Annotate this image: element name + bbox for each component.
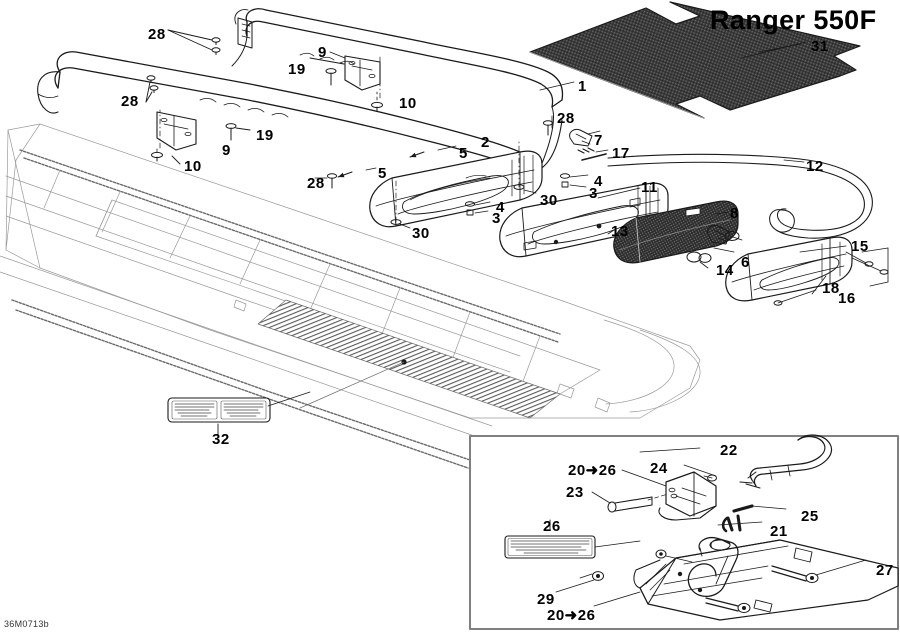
part-callout-16: 16 bbox=[838, 290, 856, 307]
part-callout-3: 3 bbox=[589, 185, 598, 202]
warning-decal-32 bbox=[167, 391, 311, 437]
part-callout-19: 19 bbox=[256, 127, 274, 144]
part-callout-30: 30 bbox=[540, 192, 558, 209]
running-board-left bbox=[369, 150, 543, 228]
part-callout-30: 30 bbox=[412, 225, 430, 242]
part-callout-18: 18 bbox=[822, 280, 840, 297]
part-callout-20-to-26: 20➜26 bbox=[547, 607, 596, 624]
hitch-bar-22 bbox=[739, 434, 833, 489]
fastener-group-part2 bbox=[314, 140, 589, 229]
small-parts-6-14 bbox=[686, 225, 743, 269]
pins-21-25 bbox=[717, 504, 787, 533]
part-callout-12: 12 bbox=[806, 158, 824, 175]
part-callout-19: 19 bbox=[288, 61, 306, 78]
part-callout-4: 4 bbox=[496, 199, 505, 216]
inset-fasteners bbox=[555, 549, 867, 614]
part-callout-15: 15 bbox=[851, 238, 869, 255]
bracket-24 bbox=[658, 464, 717, 521]
part-callout-1: 1 bbox=[578, 78, 587, 95]
part-callout-5: 5 bbox=[459, 145, 468, 162]
part-callout-32: 32 bbox=[212, 431, 230, 448]
fastener-group-28-left bbox=[145, 75, 159, 103]
part-callout-17: 17 bbox=[612, 145, 630, 162]
part-callout-27: 27 bbox=[876, 562, 894, 579]
part-callout-4: 4 bbox=[594, 173, 603, 190]
part-callout-13: 13 bbox=[611, 223, 629, 240]
part-callout-3: 3 bbox=[492, 210, 501, 227]
part-callout-28: 28 bbox=[121, 93, 139, 110]
page-title: Ranger 550F bbox=[710, 5, 877, 35]
part-callout-10: 10 bbox=[184, 158, 202, 175]
bracket-assembly-top bbox=[309, 51, 383, 112]
fastener-group-rear-panel bbox=[773, 247, 889, 306]
part-callout-31: 31 bbox=[811, 38, 829, 55]
part-callout-29: 29 bbox=[537, 591, 555, 608]
part-callout-9: 9 bbox=[222, 142, 231, 159]
part-callout-21: 21 bbox=[770, 523, 788, 540]
cable-strap-12 bbox=[607, 153, 873, 241]
bracket-assembly-left bbox=[151, 109, 251, 165]
part-callout-24: 24 bbox=[650, 460, 668, 477]
part-callout-14: 14 bbox=[716, 262, 734, 279]
warning-decal-26 bbox=[504, 519, 641, 559]
clip-7-pin-17 bbox=[569, 129, 609, 161]
part-callout-6: 6 bbox=[741, 254, 750, 271]
hitch-body bbox=[633, 536, 899, 621]
part-callout-28: 28 bbox=[307, 175, 325, 192]
front-bumper-assembly bbox=[37, 8, 564, 174]
fastener-28-mat bbox=[542, 120, 554, 136]
bolt-23 bbox=[591, 491, 669, 513]
fastener-group-28-top bbox=[167, 29, 221, 55]
part-callout-28: 28 bbox=[557, 110, 575, 127]
part-callout-11: 11 bbox=[641, 179, 658, 196]
document-code: 36M0713b bbox=[4, 619, 49, 629]
textured-grip-panel-8 bbox=[613, 200, 739, 264]
part-callout-9: 9 bbox=[318, 44, 327, 61]
part-callout-8: 8 bbox=[730, 205, 739, 222]
part-callout-20-to-26: 20➜26 bbox=[568, 462, 617, 479]
part-callout-10: 10 bbox=[399, 95, 417, 112]
part-callout-25: 25 bbox=[801, 508, 819, 525]
part-callout-28: 28 bbox=[148, 26, 166, 43]
part-callout-26: 26 bbox=[543, 518, 561, 535]
part-callout-23: 23 bbox=[566, 484, 584, 501]
part-callout-22: 22 bbox=[720, 442, 738, 459]
floor-mat bbox=[529, 1, 861, 119]
tunnel-mesh-panel bbox=[257, 299, 561, 419]
part-callout-5: 5 bbox=[378, 165, 387, 182]
tunnel-body bbox=[0, 123, 701, 469]
part-callout-7: 7 bbox=[594, 132, 603, 149]
running-board-right-lower bbox=[725, 236, 853, 302]
part-callout-2: 2 bbox=[481, 134, 490, 151]
